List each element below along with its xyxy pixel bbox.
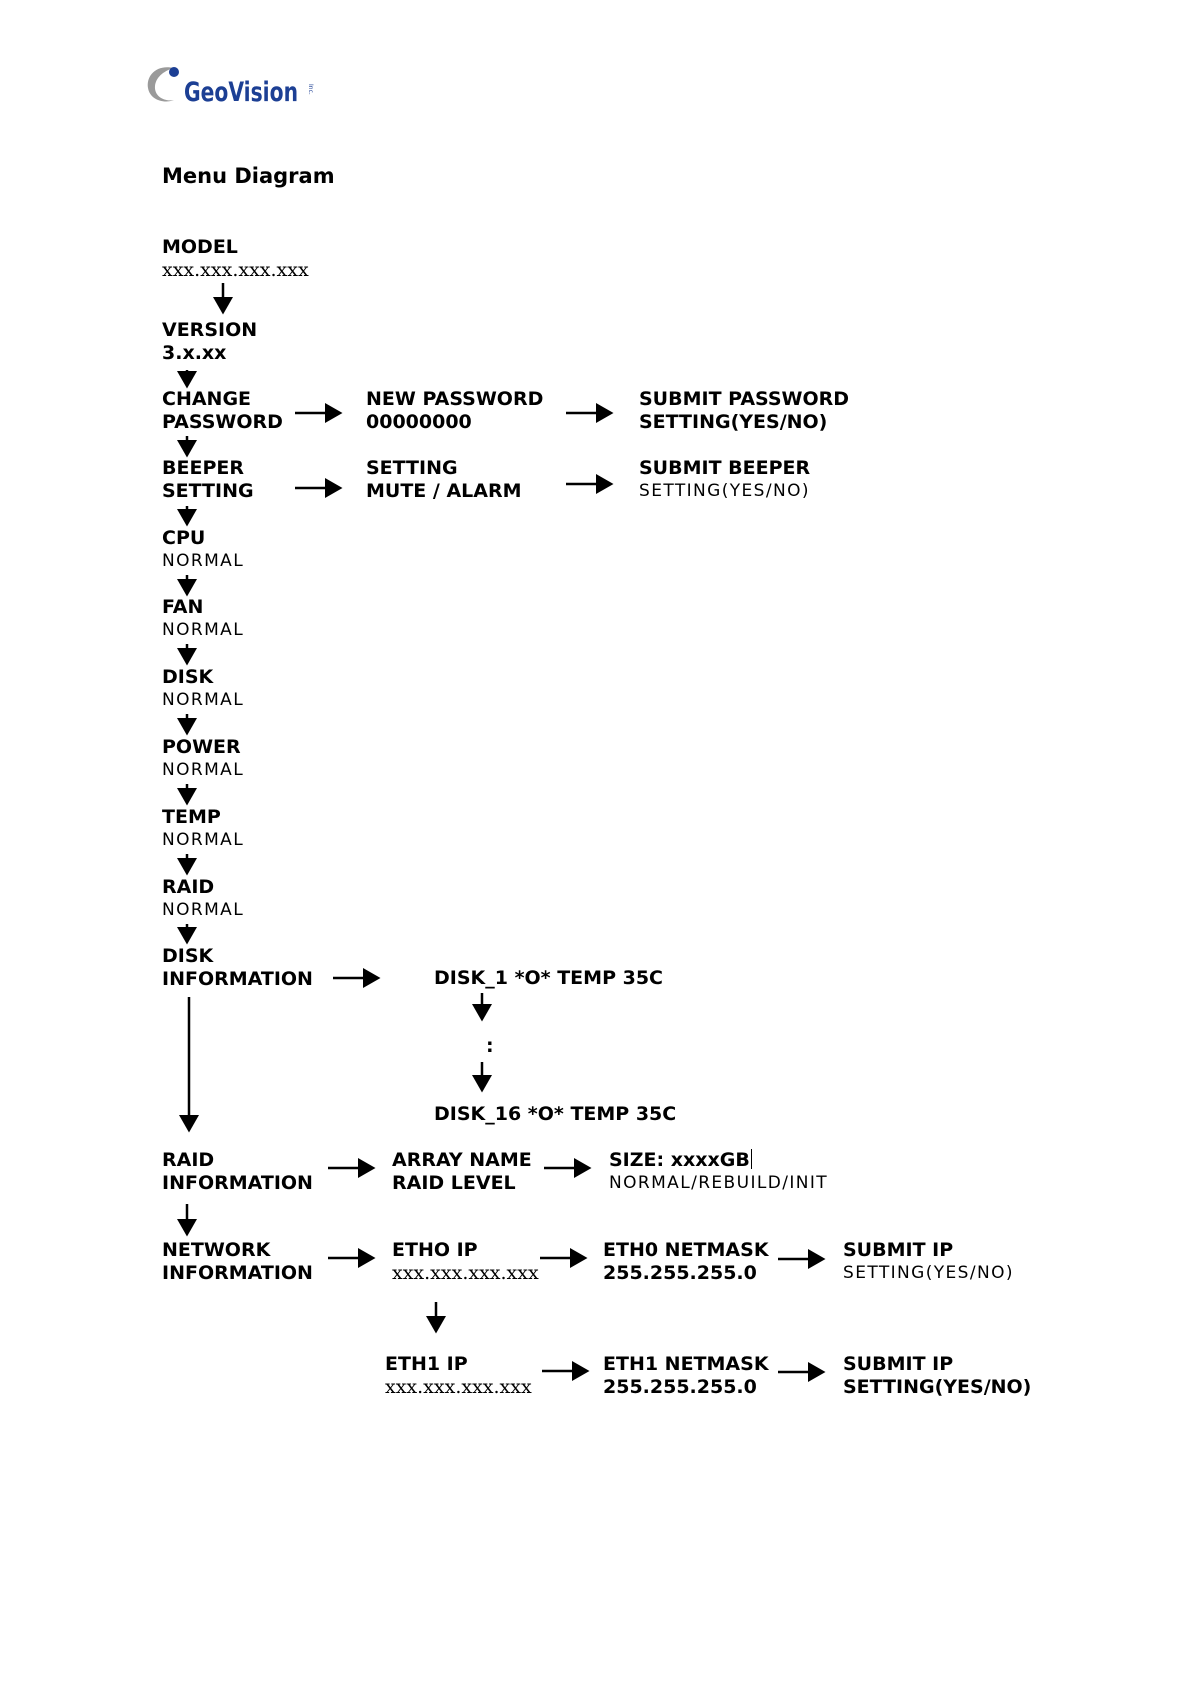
- new-password-node: NEW PASSWORD 00000000: [366, 388, 543, 434]
- submit-password-line2: SETTING(YES/NO): [639, 411, 828, 433]
- eth1-netmask-line2: 255.255.255.0: [603, 1376, 757, 1398]
- raid-information-line1: RAID: [162, 1149, 215, 1171]
- cpu-node: CPU NORMAL: [162, 527, 244, 573]
- model-node: MODEL xxx.xxx.xxx.xxx: [162, 236, 309, 282]
- model-value: xxx.xxx.xxx.xxx: [162, 259, 309, 281]
- beeper-setting-line2: MUTE / ALARM: [366, 480, 522, 502]
- raid-information-node: RAID INFORMATION: [162, 1149, 313, 1195]
- text-caret: [750, 1149, 752, 1169]
- logo-wordmark: GeoVision: [184, 77, 298, 108]
- eth0-submit-node: SUBMIT IP SETTING(YES/NO): [843, 1239, 1014, 1285]
- network-information-line1: NETWORK: [162, 1239, 271, 1261]
- raid-size-line2: NORMAL/REBUILD/INIT: [609, 1173, 829, 1193]
- eth1-netmask-line1: ETH1 NETMASK: [603, 1353, 769, 1375]
- cpu-label: CPU: [162, 527, 206, 549]
- power-node: POWER NORMAL: [162, 736, 244, 782]
- submit-beeper-line2: SETTING(YES/NO): [639, 481, 810, 501]
- power-label: POWER: [162, 736, 241, 758]
- model-label: MODEL: [162, 236, 238, 258]
- raid-value: NORMAL: [162, 900, 245, 920]
- raid-size-node: SIZE: xxxxGB NORMAL/REBUILD/INIT: [609, 1149, 828, 1195]
- temp-value: NORMAL: [162, 830, 245, 850]
- eth1-ip-line2: xxx.xxx.xxx.xxx: [385, 1376, 532, 1398]
- disk-information-node: DISK INFORMATION: [162, 945, 313, 991]
- eth0-netmask-node: ETH0 NETMASK 255.255.255.0: [603, 1239, 769, 1285]
- raid-size-line1: SIZE: xxxxGB: [609, 1149, 750, 1171]
- eth1-ip-node: ETH1 IP xxx.xxx.xxx.xxx: [385, 1353, 532, 1399]
- raid-information-line2: INFORMATION: [162, 1172, 313, 1194]
- eth1-ip-line1: ETH1 IP: [385, 1353, 468, 1375]
- fan-value: NORMAL: [162, 620, 245, 640]
- submit-beeper-node: SUBMIT BEEPER SETTING(YES/NO): [639, 457, 810, 503]
- eth1-submit-line1: SUBMIT IP: [843, 1353, 954, 1375]
- beeper-line1: BEEPER: [162, 457, 244, 479]
- beeper-setting-line1: SETTING: [366, 457, 458, 479]
- beeper-node: BEEPER SETTING: [162, 457, 254, 503]
- eth0-ip-line1: ETHO IP: [392, 1239, 478, 1261]
- eth0-submit-line1: SUBMIT IP: [843, 1239, 954, 1261]
- eth0-submit-line2: SETTING(YES/NO): [843, 1263, 1014, 1283]
- disk-value: NORMAL: [162, 690, 245, 710]
- raid-node: RAID NORMAL: [162, 876, 244, 922]
- submit-password-node: SUBMIT PASSWORD SETTING(YES/NO): [639, 388, 849, 434]
- temp-node: TEMP NORMAL: [162, 806, 244, 852]
- beeper-setting-node: SETTING MUTE / ALARM: [366, 457, 522, 503]
- disk-label: DISK: [162, 666, 214, 688]
- eth1-submit-node: SUBMIT IP SETTING(YES/NO): [843, 1353, 1031, 1399]
- logo-swirl-icon: [147, 67, 174, 102]
- change-password-node: CHANGE PASSWORD: [162, 388, 283, 434]
- eth0-ip-node: ETHO IP xxx.xxx.xxx.xxx: [392, 1239, 539, 1285]
- version-node: VERSION 3.x.xx: [162, 319, 257, 365]
- beeper-line2: SETTING: [162, 480, 254, 502]
- network-information-line2: INFORMATION: [162, 1262, 313, 1284]
- array-node: ARRAY NAME RAID LEVEL: [392, 1149, 532, 1195]
- version-value: 3.x.xx: [162, 342, 227, 364]
- array-line2: RAID LEVEL: [392, 1172, 516, 1194]
- fan-node: FAN NORMAL: [162, 596, 244, 642]
- change-password-line2: PASSWORD: [162, 411, 283, 433]
- eth1-submit-line2: SETTING(YES/NO): [843, 1376, 1032, 1398]
- new-password-line1: NEW PASSWORD: [366, 388, 544, 410]
- raid-label: RAID: [162, 876, 215, 898]
- page-title: Menu Diagram: [162, 164, 335, 188]
- disk-last-node: DISK_16 *O* TEMP 35C: [434, 1103, 677, 1125]
- geovision-logo: GeoVision Inc.: [144, 62, 324, 108]
- change-password-line1: CHANGE: [162, 388, 252, 410]
- eth0-netmask-line1: ETH0 NETMASK: [603, 1239, 769, 1261]
- eth0-ip-line2: xxx.xxx.xxx.xxx: [392, 1262, 539, 1284]
- submit-password-line1: SUBMIT PASSWORD: [639, 388, 850, 410]
- eth0-netmask-line2: 255.255.255.0: [603, 1262, 757, 1284]
- new-password-line2: 00000000: [366, 411, 472, 433]
- cpu-value: NORMAL: [162, 551, 245, 571]
- temp-label: TEMP: [162, 806, 221, 828]
- disk-node: DISK NORMAL: [162, 666, 244, 712]
- disk-information-line2: INFORMATION: [162, 968, 313, 990]
- version-label: VERSION: [162, 319, 258, 341]
- network-information-node: NETWORK INFORMATION: [162, 1239, 313, 1285]
- disk-ellipsis: :: [486, 1035, 494, 1057]
- logo-suffix: Inc.: [307, 84, 314, 95]
- eth1-netmask-node: ETH1 NETMASK 255.255.255.0: [603, 1353, 769, 1399]
- disk-first-node: DISK_1 *O* TEMP 35C: [434, 967, 663, 989]
- array-line1: ARRAY NAME: [392, 1149, 532, 1171]
- submit-beeper-line1: SUBMIT BEEPER: [639, 457, 811, 479]
- power-value: NORMAL: [162, 760, 245, 780]
- disk-information-line1: DISK: [162, 945, 214, 967]
- fan-label: FAN: [162, 596, 204, 618]
